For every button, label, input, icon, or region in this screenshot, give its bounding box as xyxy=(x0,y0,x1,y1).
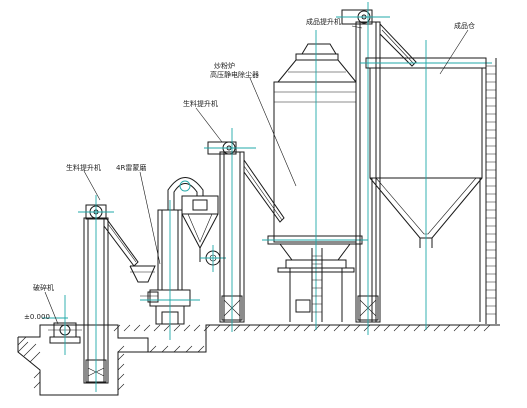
label-calciner-line1: 炒粉炉 xyxy=(214,61,235,70)
label-raw-elevator-2: 生料提升机 xyxy=(183,99,218,108)
finished-silo-leader-line xyxy=(439,29,469,75)
raw-elevator-leader-line xyxy=(83,170,101,201)
label-raw-elevator: 生料提升机 xyxy=(66,163,101,172)
label-crusher: 破碎机 xyxy=(33,283,54,292)
ground-foundation xyxy=(17,324,500,396)
raymond-mill xyxy=(129,177,226,340)
calciner-leader-line xyxy=(249,77,297,187)
raw-material-elevator xyxy=(78,195,139,392)
finished-product-silo xyxy=(360,40,497,330)
mill-leader-line xyxy=(139,171,161,265)
mid-elevator-leader-line xyxy=(195,107,223,143)
label-finished-elevator: 成品提升机 xyxy=(306,17,341,26)
label-mill: 4R雷蒙磨 xyxy=(116,163,146,172)
label-finished-silo: 成品仓 xyxy=(454,21,475,30)
crusher xyxy=(42,295,82,355)
label-calciner-line2: 高压静电除尘器 xyxy=(210,70,259,79)
label-level-mark: ±0.000 xyxy=(24,313,50,321)
mid-elevator xyxy=(204,128,285,332)
crusher-leader-line xyxy=(44,291,59,325)
finished-elevator-leader-line xyxy=(351,25,363,29)
